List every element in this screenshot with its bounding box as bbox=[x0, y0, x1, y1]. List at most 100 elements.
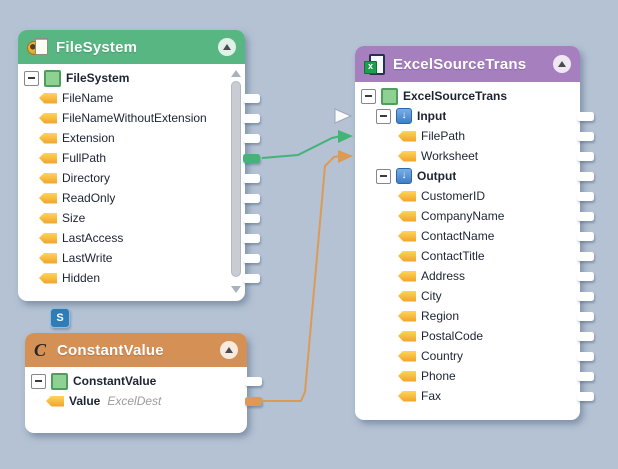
scroll-thumb[interactable] bbox=[231, 81, 241, 277]
constantvalue-node[interactable]: ConstantValue ConstantValue Value ExcelD… bbox=[25, 333, 247, 433]
tree-row[interactable]: FileSystem bbox=[18, 68, 245, 88]
connector-stub[interactable] bbox=[577, 351, 594, 361]
connector-stub[interactable] bbox=[243, 173, 260, 183]
row-type-icon bbox=[398, 150, 416, 162]
expander-minus-icon[interactable] bbox=[24, 70, 39, 86]
tree-row[interactable]: FullPath bbox=[18, 148, 245, 168]
tree-row[interactable]: Country bbox=[355, 346, 580, 366]
row-label: FileNameWithoutExtension bbox=[62, 111, 207, 125]
filesystem-header[interactable]: FileSystem bbox=[18, 30, 245, 64]
connector-stub[interactable] bbox=[243, 233, 260, 243]
tree-row[interactable]: Output bbox=[355, 166, 580, 186]
tree-row[interactable]: City bbox=[355, 286, 580, 306]
tree-row[interactable]: Worksheet bbox=[355, 146, 580, 166]
connector-stub[interactable] bbox=[243, 273, 260, 283]
constantvalue-tree: ConstantValue Value ExcelDest bbox=[25, 367, 247, 411]
row-type-icon bbox=[51, 372, 68, 390]
row-type-icon bbox=[398, 190, 416, 202]
input-anchor-arrow-icon[interactable] bbox=[334, 108, 353, 124]
tree-row[interactable]: LastWrite bbox=[18, 248, 245, 268]
row-label: Output bbox=[417, 169, 457, 183]
filesystem-node[interactable]: FileSystem FileSystem FileName File bbox=[18, 30, 245, 301]
tree-row[interactable]: CustomerID bbox=[355, 186, 580, 206]
tree-row[interactable]: FileNameWithoutExtension bbox=[18, 108, 245, 128]
row-type-icon bbox=[398, 250, 416, 262]
expander-minus-icon[interactable] bbox=[376, 108, 391, 124]
tree-row[interactable]: CompanyName bbox=[355, 206, 580, 226]
connection-fullpath-to-filepath[interactable] bbox=[261, 130, 353, 159]
connector-stub[interactable] bbox=[577, 391, 594, 401]
row-label: Fax bbox=[421, 389, 442, 403]
constantvalue-header[interactable]: ConstantValue bbox=[25, 333, 247, 367]
tree-row[interactable]: Hidden bbox=[18, 268, 245, 288]
connector-stub[interactable] bbox=[577, 291, 594, 301]
connector-stub[interactable] bbox=[577, 131, 594, 141]
row-type-icon bbox=[381, 87, 398, 105]
connector-stub[interactable] bbox=[577, 151, 594, 161]
tree-row[interactable]: ReadOnly bbox=[18, 188, 245, 208]
row-type-icon bbox=[398, 310, 416, 322]
tree-row[interactable]: LastAccess bbox=[18, 228, 245, 248]
tree-row[interactable]: ContactName bbox=[355, 226, 580, 246]
tree-scrollbar[interactable] bbox=[230, 70, 242, 293]
collapse-button[interactable] bbox=[220, 341, 238, 359]
connector-stub[interactable] bbox=[577, 331, 594, 341]
tree-row[interactable]: ExcelSourceTrans bbox=[355, 86, 580, 106]
connector-stub[interactable] bbox=[243, 133, 260, 143]
tree-row[interactable]: Address bbox=[355, 266, 580, 286]
scroll-down-icon[interactable] bbox=[231, 286, 241, 293]
connector-stub[interactable] bbox=[577, 211, 594, 221]
row-label: LastAccess bbox=[62, 231, 124, 245]
tree-row[interactable]: Phone bbox=[355, 366, 580, 386]
connector-stub[interactable] bbox=[577, 311, 594, 321]
tree-row[interactable]: Fax bbox=[355, 386, 580, 406]
green-arrowhead-icon bbox=[338, 130, 353, 143]
connector-stub[interactable] bbox=[577, 231, 594, 241]
scroll-up-icon[interactable] bbox=[231, 70, 241, 77]
connector-stub[interactable] bbox=[577, 191, 594, 201]
tree-row[interactable]: ContactTitle bbox=[355, 246, 580, 266]
excelsourcetrans-header[interactable]: ExcelSourceTrans bbox=[355, 46, 580, 82]
tree-row[interactable]: Value ExcelDest bbox=[25, 391, 247, 411]
connector-stub[interactable] bbox=[577, 271, 594, 281]
row-label: FilePath bbox=[421, 129, 466, 143]
row-type-icon bbox=[398, 390, 416, 402]
script-badge[interactable]: S bbox=[50, 308, 70, 328]
collapse-button[interactable] bbox=[553, 55, 571, 73]
tree-row[interactable]: PostalCode bbox=[355, 326, 580, 346]
tree-row[interactable]: Directory bbox=[18, 168, 245, 188]
expander-minus-icon[interactable] bbox=[376, 168, 391, 184]
tree-row[interactable]: FilePath bbox=[355, 126, 580, 146]
connector-stub[interactable] bbox=[577, 251, 594, 261]
tree-row[interactable]: Input bbox=[355, 106, 580, 126]
expander-minus-icon[interactable] bbox=[361, 88, 376, 104]
row-type-icon bbox=[39, 252, 57, 264]
excelsourcetrans-tree: ExcelSourceTrans Input FilePath Workshee… bbox=[355, 82, 580, 406]
connector-stub[interactable] bbox=[577, 371, 594, 381]
connector-stub[interactable] bbox=[243, 153, 260, 163]
expander-minus-icon[interactable] bbox=[31, 373, 46, 389]
tree-row[interactable]: FileName bbox=[18, 88, 245, 108]
connector-stub[interactable] bbox=[243, 93, 260, 103]
excel-file-icon bbox=[364, 53, 386, 75]
connector-stub[interactable] bbox=[245, 376, 262, 386]
connector-stub[interactable] bbox=[577, 111, 594, 121]
tree-row[interactable]: ConstantValue bbox=[25, 371, 247, 391]
row-type-icon bbox=[44, 69, 61, 87]
row-label: CompanyName bbox=[421, 209, 505, 223]
connector-stub[interactable] bbox=[243, 193, 260, 203]
row-type-icon bbox=[398, 350, 416, 362]
connection-value-to-worksheet[interactable] bbox=[263, 150, 353, 402]
row-type-icon bbox=[398, 330, 416, 342]
tree-row[interactable]: Extension bbox=[18, 128, 245, 148]
connector-stub[interactable] bbox=[577, 171, 594, 181]
connector-stub[interactable] bbox=[245, 396, 262, 406]
connector-stub[interactable] bbox=[243, 253, 260, 263]
connector-stub[interactable] bbox=[243, 113, 260, 123]
row-label: CustomerID bbox=[421, 189, 486, 203]
connector-stub[interactable] bbox=[243, 213, 260, 223]
collapse-button[interactable] bbox=[218, 38, 236, 56]
tree-row[interactable]: Size bbox=[18, 208, 245, 228]
tree-row[interactable]: Region bbox=[355, 306, 580, 326]
excelsourcetrans-node[interactable]: ExcelSourceTrans ExcelSourceTrans Input bbox=[355, 46, 580, 420]
